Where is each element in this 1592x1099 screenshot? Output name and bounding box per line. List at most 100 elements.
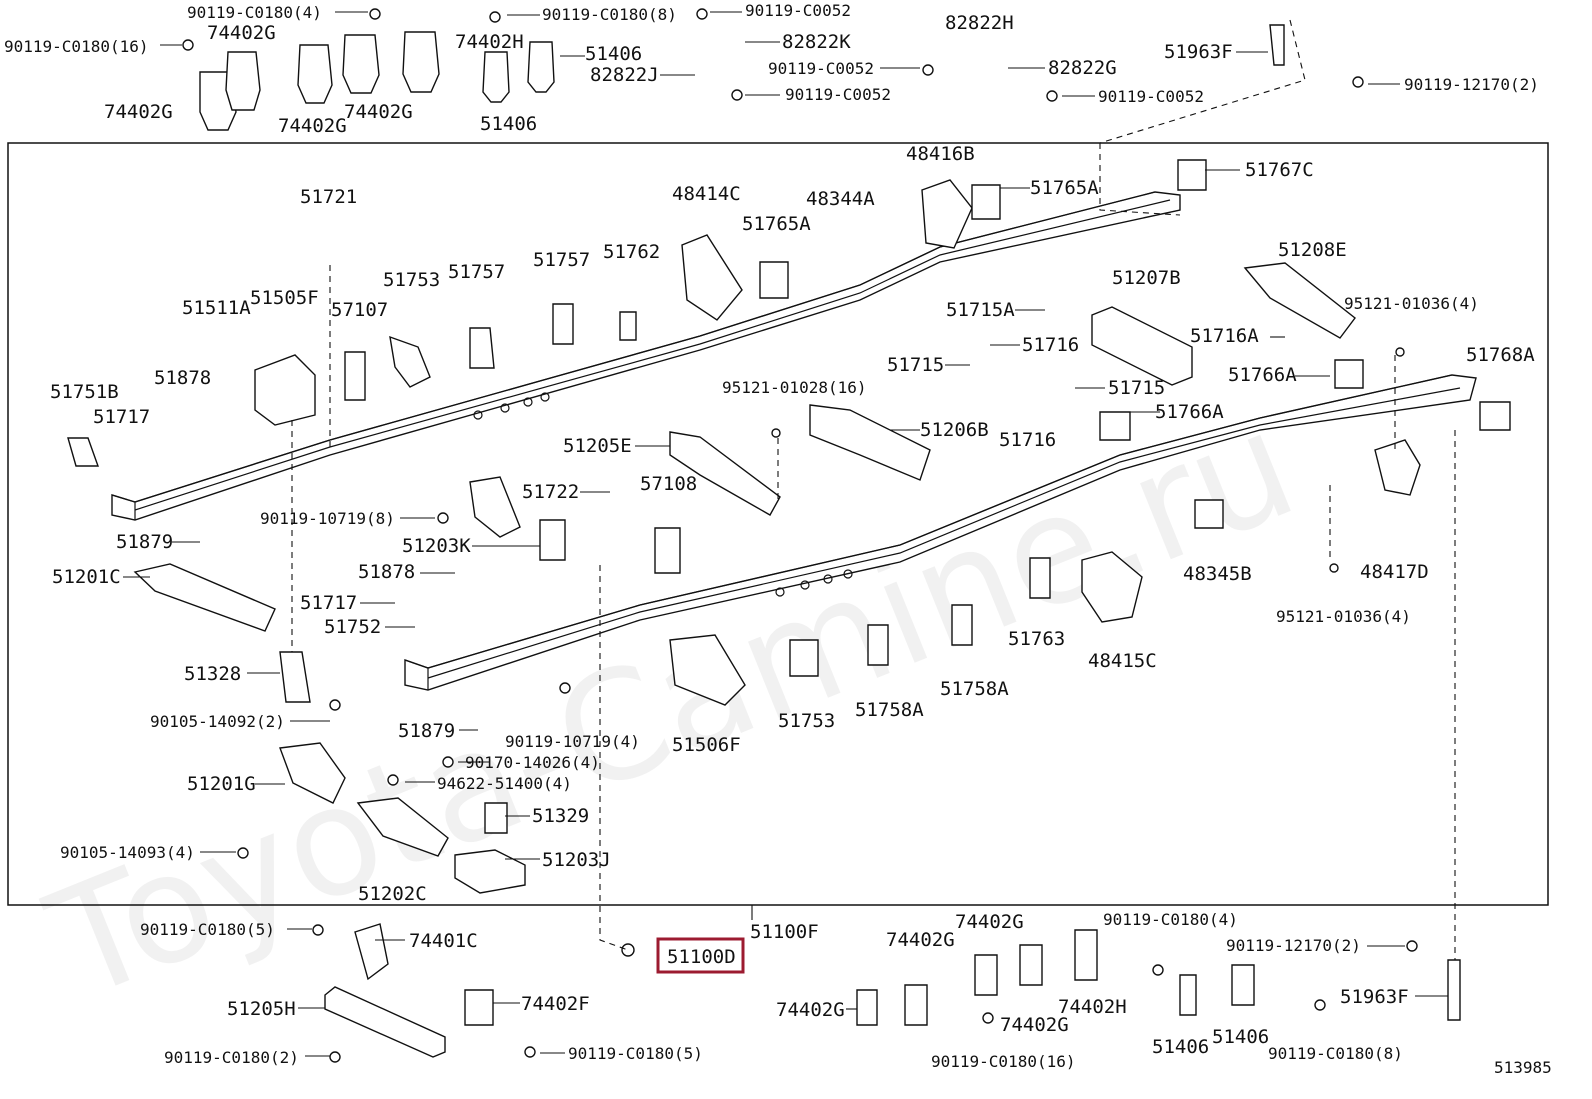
- part-label[interactable]: 51205E: [563, 435, 632, 457]
- part-label[interactable]: 51757: [533, 249, 590, 271]
- part-label[interactable]: 51203J: [542, 849, 611, 871]
- part-label[interactable]: 57107: [331, 299, 388, 321]
- part-label[interactable]: 90119-C0052: [745, 1, 851, 20]
- part-label[interactable]: 90119-10719(8): [260, 509, 395, 528]
- part-label[interactable]: 90119-C0180(5): [568, 1044, 703, 1063]
- part-label[interactable]: 51878: [154, 367, 211, 389]
- part-label[interactable]: 51406: [1152, 1036, 1209, 1058]
- part-label[interactable]: 51757: [448, 261, 505, 283]
- part-label[interactable]: 51715: [1108, 377, 1165, 399]
- part-label[interactable]: 51506F: [672, 734, 741, 756]
- part-label[interactable]: 51511A: [182, 297, 251, 319]
- part-label[interactable]: 48344A: [806, 188, 875, 210]
- part-label[interactable]: 95121-01028(16): [722, 378, 867, 397]
- part-label[interactable]: 82822J: [590, 64, 659, 86]
- part-label[interactable]: 74402H: [1058, 996, 1127, 1018]
- part-label[interactable]: 90119-C0180(16): [4, 37, 149, 56]
- part-label[interactable]: 51721: [300, 186, 357, 208]
- part-label[interactable]: 51751B: [50, 381, 119, 403]
- part-label[interactable]: 94622-51400(4): [437, 774, 572, 793]
- part-label[interactable]: 51202C: [358, 883, 427, 905]
- part-label[interactable]: 51766A: [1155, 401, 1224, 423]
- part-label[interactable]: 48345B: [1183, 563, 1252, 585]
- part-label[interactable]: 74402G: [1000, 1014, 1069, 1036]
- part-label[interactable]: 90119-C0052: [768, 59, 874, 78]
- part-label[interactable]: 51206B: [920, 419, 989, 441]
- part-label[interactable]: 48416B: [906, 143, 975, 165]
- part-label[interactable]: 51329: [532, 805, 589, 827]
- part-label[interactable]: 90119-C0180(8): [542, 5, 677, 24]
- part-label[interactable]: 74402F: [521, 993, 590, 1015]
- part-label[interactable]: 48414C: [672, 183, 741, 205]
- part-label[interactable]: 51717: [300, 592, 357, 614]
- part-label[interactable]: 51765A: [1030, 177, 1099, 199]
- part-label[interactable]: 51406: [480, 113, 537, 135]
- part-label[interactable]: 74402G: [886, 929, 955, 951]
- part-label[interactable]: 51716: [1022, 334, 1079, 356]
- part-label[interactable]: 90170-14026(4): [465, 753, 600, 772]
- part-label[interactable]: 48415C: [1088, 650, 1157, 672]
- part-label[interactable]: 90119-C0180(5): [140, 920, 275, 939]
- part-label[interactable]: 74402G: [344, 101, 413, 123]
- part-label[interactable]: 51762: [603, 241, 660, 263]
- part-label[interactable]: 51406: [585, 43, 642, 65]
- part-label[interactable]: 51758A: [855, 699, 924, 721]
- part-label[interactable]: 90105-14093(4): [60, 843, 195, 862]
- part-label[interactable]: 82822H: [945, 12, 1014, 34]
- part-label[interactable]: 90105-14092(2): [150, 712, 285, 731]
- part-label[interactable]: 51753: [778, 710, 835, 732]
- part-label[interactable]: 90119-C0180(4): [187, 3, 322, 22]
- part-label[interactable]: 51201G: [187, 773, 256, 795]
- part-label[interactable]: 90119-C0052: [1098, 87, 1204, 106]
- part-label[interactable]: 51963F: [1164, 41, 1233, 63]
- part-label[interactable]: 95121-01036(4): [1344, 294, 1479, 313]
- part-label[interactable]: 74402G: [955, 911, 1024, 933]
- part-label[interactable]: 51963F: [1340, 986, 1409, 1008]
- part-label[interactable]: 74402G: [207, 22, 276, 44]
- part-label[interactable]: 48417D: [1360, 561, 1429, 583]
- part-label[interactable]: 51878: [358, 561, 415, 583]
- part-label[interactable]: 51201C: [52, 566, 121, 588]
- part-label[interactable]: 51716A: [1190, 325, 1259, 347]
- part-label[interactable]: 90119-C0180(2): [164, 1048, 299, 1067]
- part-label[interactable]: 90119-C0052: [785, 85, 891, 104]
- part-label[interactable]: 51766A: [1228, 364, 1297, 386]
- part-label[interactable]: 51715A: [946, 299, 1015, 321]
- part-label[interactable]: 51767C: [1245, 159, 1314, 181]
- part-label[interactable]: 51879: [116, 531, 173, 553]
- part-label[interactable]: 51505F: [250, 287, 319, 309]
- part-label[interactable]: 74402G: [104, 101, 173, 123]
- part-label[interactable]: 51765A: [742, 213, 811, 235]
- part-label[interactable]: 90119-C0180(16): [931, 1052, 1076, 1071]
- part-label[interactable]: 82822K: [782, 31, 851, 53]
- part-label[interactable]: 51752: [324, 616, 381, 638]
- part-label[interactable]: 51763: [1008, 628, 1065, 650]
- part-label[interactable]: 51717: [93, 406, 150, 428]
- part-label[interactable]: 51406: [1212, 1026, 1269, 1048]
- part-label[interactable]: 74402G: [776, 999, 845, 1021]
- part-label[interactable]: 51715: [887, 354, 944, 376]
- part-label[interactable]: 51879: [398, 720, 455, 742]
- part-label[interactable]: 51100F: [750, 921, 819, 943]
- part-label[interactable]: 51205H: [227, 998, 296, 1020]
- part-label[interactable]: 51208E: [1278, 239, 1347, 261]
- part-label[interactable]: 90119-C0180(4): [1103, 910, 1238, 929]
- part-label[interactable]: 51207B: [1112, 267, 1181, 289]
- part-label[interactable]: 51753: [383, 269, 440, 291]
- part-label[interactable]: 51100D: [667, 946, 736, 968]
- part-label[interactable]: 90119-12170(2): [1226, 936, 1361, 955]
- part-label[interactable]: 82822G: [1048, 57, 1117, 79]
- part-label[interactable]: 57108: [640, 473, 697, 495]
- part-label[interactable]: 74402G: [278, 115, 347, 137]
- part-label[interactable]: 51768A: [1466, 344, 1535, 366]
- part-label[interactable]: 90119-C0180(8): [1268, 1044, 1403, 1063]
- part-label[interactable]: 90119-10719(4): [505, 732, 640, 751]
- part-label[interactable]: 90119-12170(2): [1404, 75, 1539, 94]
- part-label[interactable]: 51716: [999, 429, 1056, 451]
- part-label[interactable]: 51758A: [940, 678, 1009, 700]
- part-label[interactable]: 74401C: [409, 930, 478, 952]
- part-label[interactable]: 74402H: [455, 31, 524, 53]
- part-label[interactable]: 51328: [184, 663, 241, 685]
- part-label[interactable]: 95121-01036(4): [1276, 607, 1411, 626]
- part-label[interactable]: 51722: [522, 481, 579, 503]
